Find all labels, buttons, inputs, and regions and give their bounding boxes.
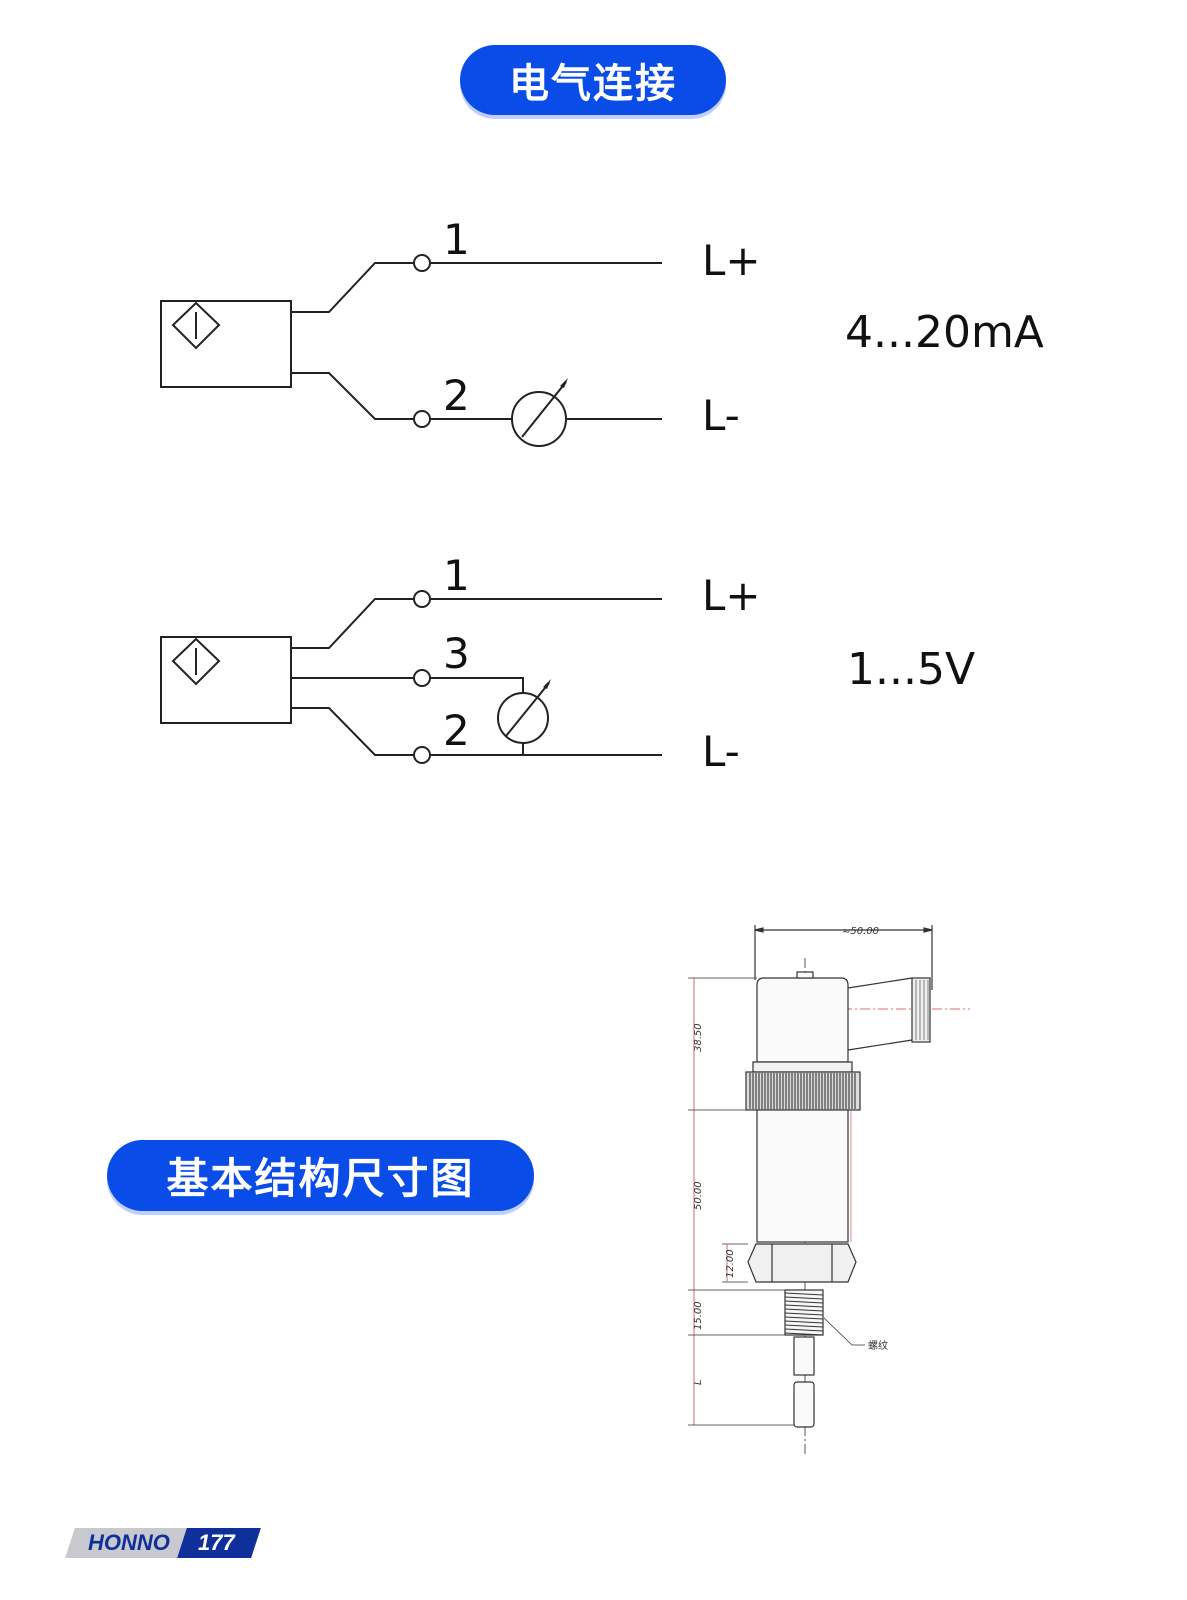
circuit-current-output: 1 2 L+ L- 4...20mA — [160, 215, 1044, 447]
output-label-current: 4...20mA — [845, 307, 1044, 358]
pin-label-2-2: 2 — [443, 706, 470, 755]
thread-label: 螺纹 — [868, 1339, 888, 1352]
probe-upper — [793, 1336, 815, 1376]
sensor-tube — [756, 1109, 849, 1243]
thread-leader — [823, 1317, 865, 1346]
wire-1-pin2 — [291, 372, 415, 420]
dim-body-length: 50.00 — [693, 1181, 704, 1210]
sensor-body-1 — [160, 300, 292, 388]
dim-connector-height: 38.50 — [693, 1023, 704, 1052]
cable-gland — [911, 977, 931, 1043]
dimension-labels: ≈50.00 38.50 50.00 12.00 15.00 L 螺纹 — [693, 926, 888, 1385]
terminal-dot-1-1 — [413, 254, 431, 272]
terminal-label-l-plus-2: L+ — [702, 571, 761, 620]
brand-name: HONNO — [88, 1530, 170, 1555]
terminal-label-l-minus-1: L- — [702, 391, 740, 440]
pin-label-2-3: 3 — [443, 629, 470, 678]
circuit-voltage-output: 1 3 2 L+ L- 1...5V — [160, 551, 975, 776]
terminal-dot-2-3 — [413, 669, 431, 687]
probe-tip — [793, 1381, 815, 1428]
dim-width: ≈50.00 — [842, 926, 879, 937]
sensor-symbol-icon-2 — [171, 637, 221, 686]
terminal-dot-2-1 — [413, 590, 431, 608]
dim-thread-length: 15.00 — [693, 1301, 704, 1330]
wire-2-pin1 — [291, 598, 415, 649]
sensor-body-2 — [160, 636, 292, 724]
heading-basic-dimensions: 基本结构尺寸图 — [107, 1140, 534, 1211]
wire-1-pin1 — [291, 262, 415, 313]
terminal-dot-2-2 — [413, 746, 431, 764]
pin-label-2-1: 1 — [443, 551, 470, 600]
terminal-label-l-minus-2: L- — [702, 727, 740, 776]
meter-icon-2 — [497, 679, 551, 744]
pin-label-1-2: 2 — [443, 371, 470, 420]
terminal-dot-1-2 — [413, 410, 431, 428]
wire-2-pin2 — [291, 707, 415, 756]
pin-label-1-1: 1 — [443, 215, 470, 264]
connector-housing — [756, 977, 849, 1063]
hex-nut — [747, 1243, 857, 1283]
footer-brand-bar: HONNO 177 — [65, 1528, 261, 1558]
sensor-symbol-icon-1 — [171, 301, 221, 350]
output-label-voltage: 1...5V — [847, 644, 975, 695]
thread-section — [784, 1289, 824, 1336]
meter-icon-1 — [511, 378, 568, 447]
dim-probe-length: L — [693, 1379, 704, 1385]
dim-nut-height: 12.00 — [725, 1249, 736, 1278]
heading-electrical-connection: 电气连接 — [460, 45, 726, 115]
terminal-label-l-plus-1: L+ — [702, 236, 761, 285]
dimension-drawing — [688, 925, 970, 1455]
page-number: 177 — [198, 1530, 235, 1555]
